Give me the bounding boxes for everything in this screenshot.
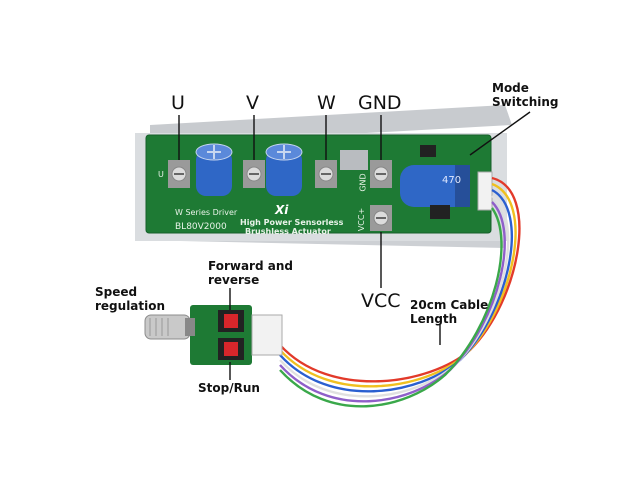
pcb-pin-vcc: VCC+ — [357, 207, 367, 232]
label-w: W — [317, 92, 336, 114]
callout-lines — [178, 111, 531, 380]
chip — [420, 145, 436, 157]
pcb-series-text: W Series Driver — [175, 208, 238, 217]
label-mode-line1: Mode — [492, 81, 529, 95]
capacitor-1 — [195, 143, 233, 196]
capacitor-horizontal — [400, 165, 470, 207]
label-gnd: GND — [358, 92, 402, 114]
speed-knob — [144, 314, 195, 340]
terminal-v — [243, 160, 265, 188]
wire-harness — [279, 176, 521, 408]
pcb-pin-u: U — [158, 170, 164, 179]
label-speed-line1: Speed — [95, 285, 138, 299]
pcb-brand-text: Xi — [275, 203, 289, 217]
label-stop-run: Stop/Run — [198, 381, 260, 395]
label-mode-line2: Switching — [492, 95, 559, 109]
terminal-u — [168, 160, 190, 188]
label-speed-line2: regulation — [95, 299, 166, 313]
chip — [430, 205, 450, 219]
label-u: U — [171, 92, 185, 114]
capacitor-2 — [265, 143, 303, 196]
control-module — [144, 305, 283, 365]
pcb-pin-gnd: GND — [358, 173, 368, 192]
label-forward-line1: Forward and — [208, 259, 293, 273]
pcb-desc-line2: Brushless Actuator — [245, 227, 331, 236]
label-cable-line2: Length — [410, 312, 458, 326]
pcb-model-text: BL80V2000 — [175, 222, 227, 232]
connector-header — [477, 171, 493, 211]
terminal-vcc — [370, 205, 392, 231]
terminal-gnd — [370, 160, 392, 188]
label-v: V — [246, 92, 259, 114]
terminal-w — [315, 160, 337, 188]
label-forward-line2: reverse — [208, 273, 260, 287]
capacitor-value-text: 470 — [442, 175, 462, 186]
gnd-tab — [340, 150, 368, 170]
pcb-desc-line1: High Power Sensorless — [240, 218, 344, 227]
label-cable-line1: 20cm Cable — [410, 298, 489, 312]
label-vcc: VCC — [361, 290, 401, 312]
